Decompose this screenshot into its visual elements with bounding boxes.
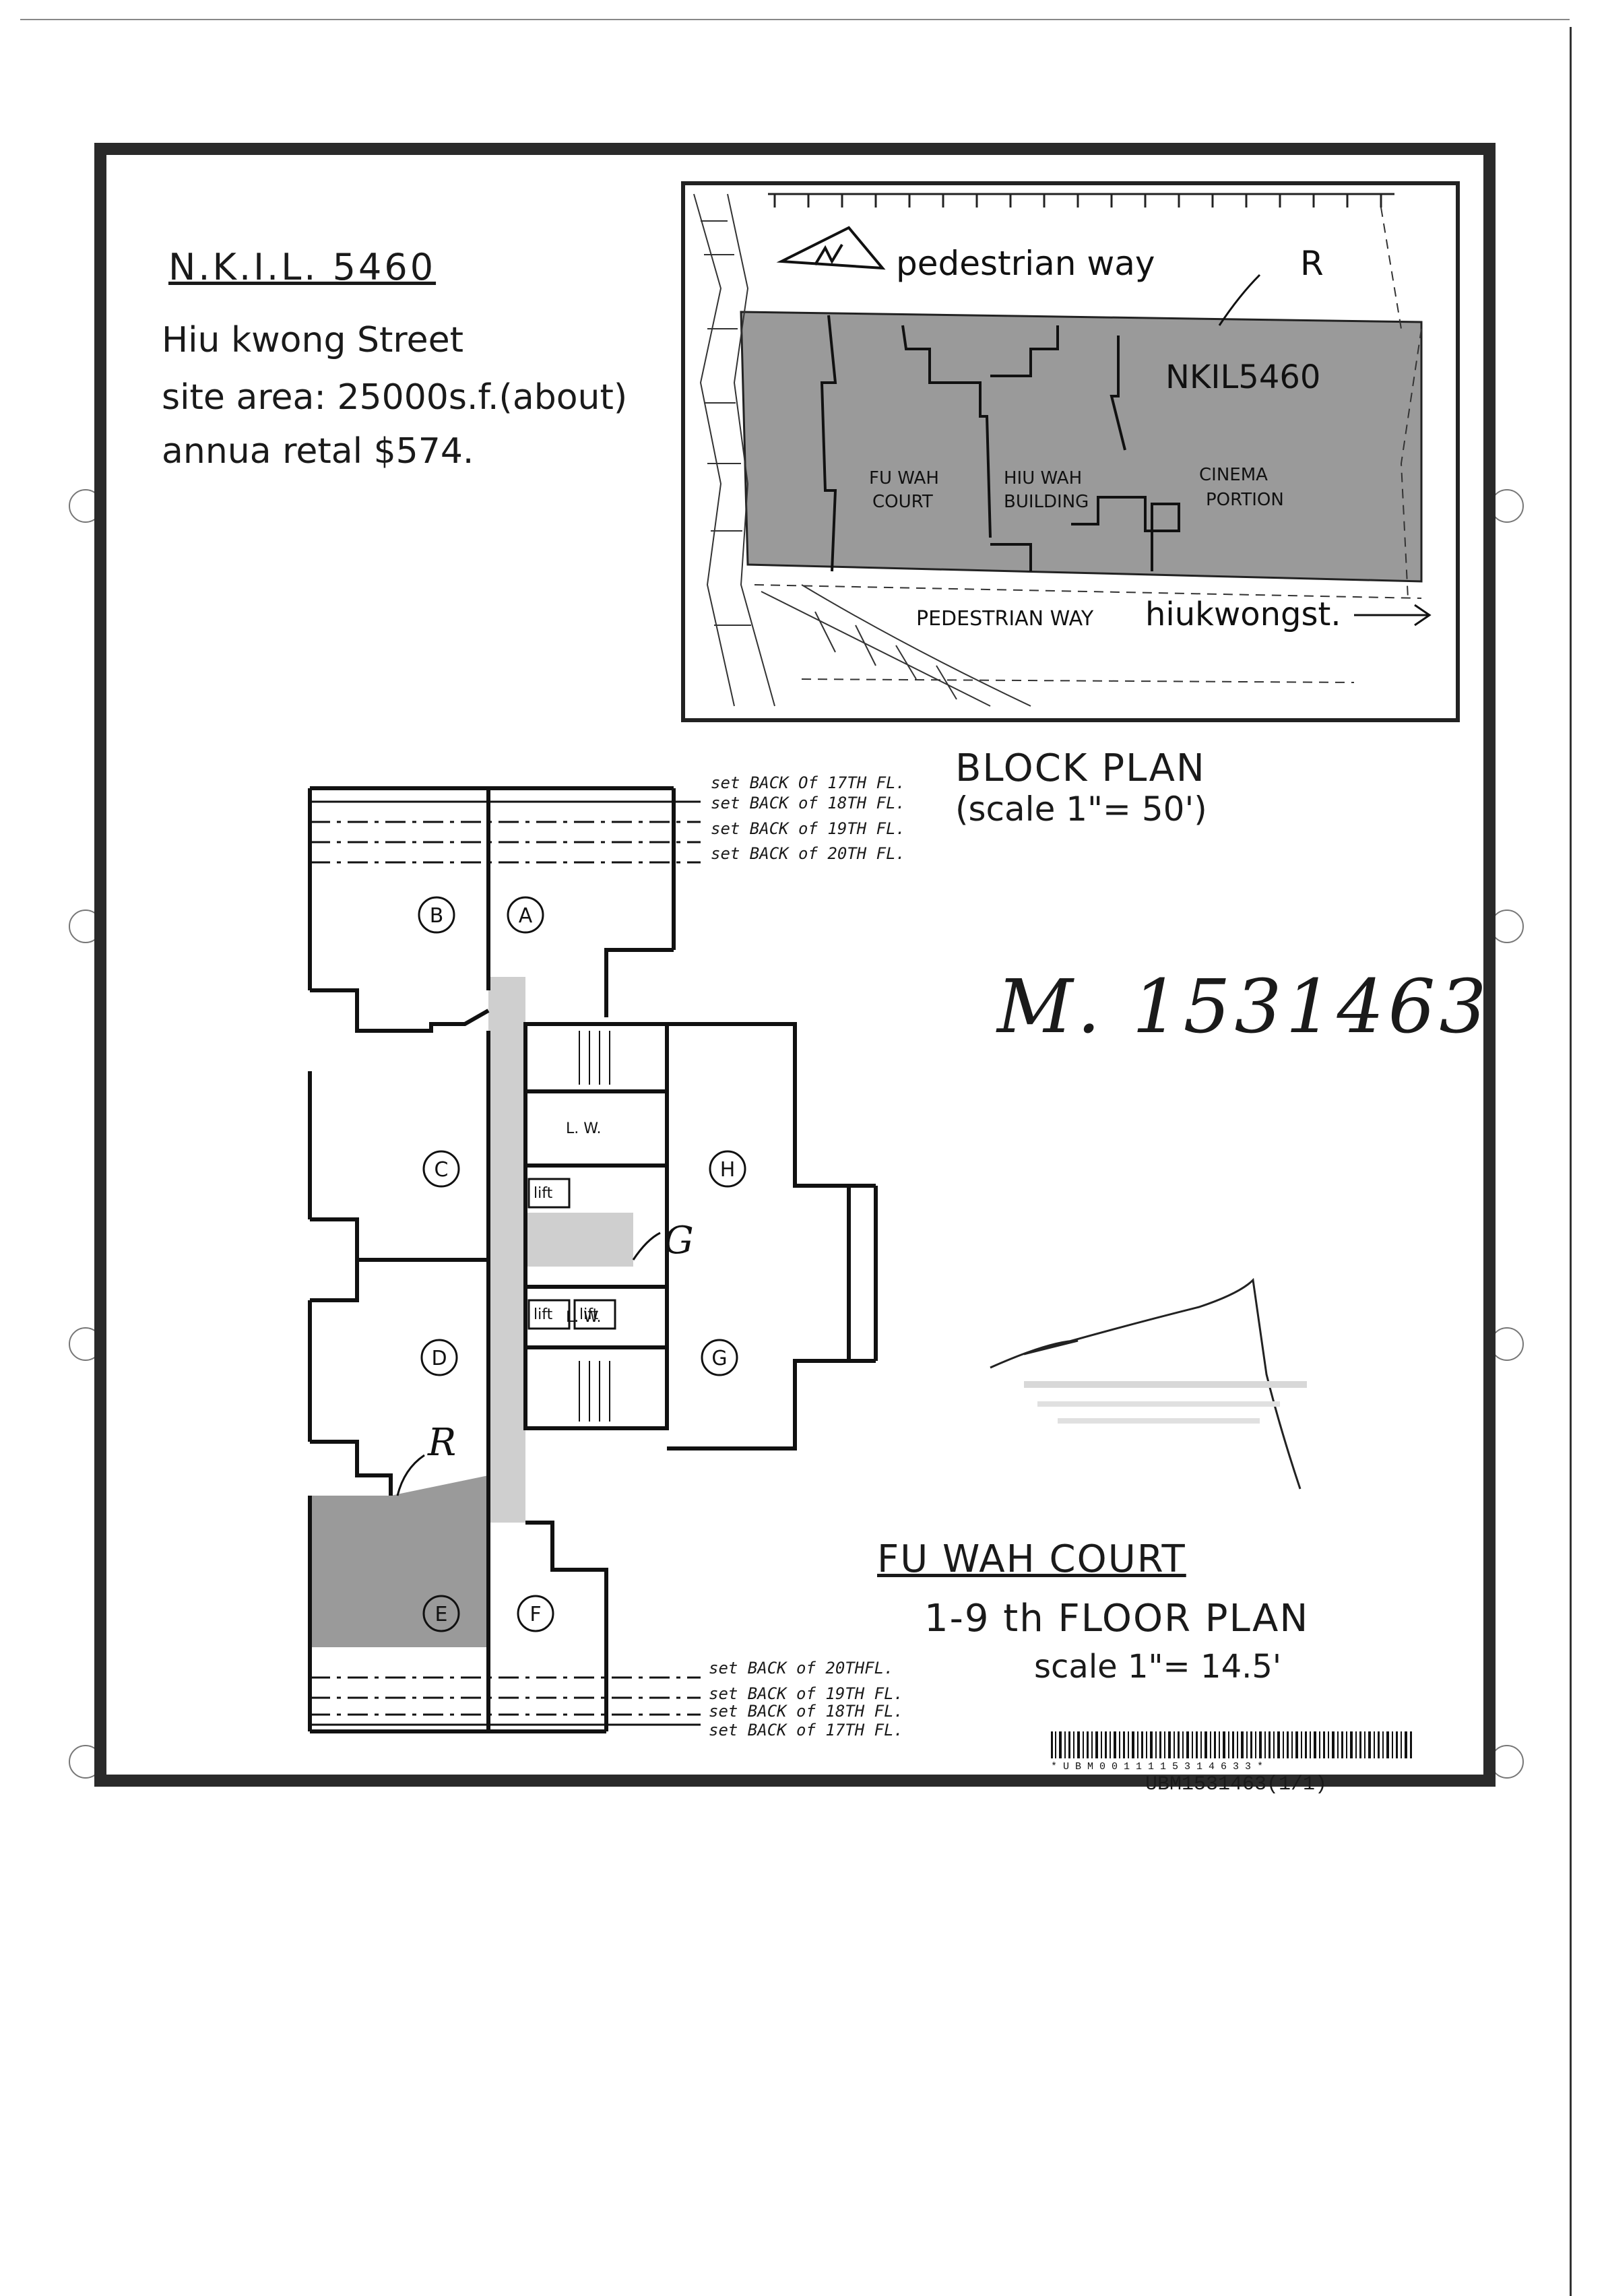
punch-hole [1490,910,1524,943]
barcode-id: UBM1531463(1/1) [1145,1773,1328,1796]
fu-wah-court-line1: FU WAH [869,468,939,488]
page-edge-top [20,19,1570,20]
setback-top-20: set BACK of 20TH FL. [711,844,905,863]
lw-label-lower: L. W. [566,1309,601,1326]
block-plan-scale: (scale 1"= 50') [955,790,1207,829]
handwritten-reference-number: M. 1531463 [997,963,1491,1050]
page-edge-right [1570,27,1572,2296]
unit-a-label: A [519,904,533,928]
floor-plan-g-mark: G [664,1219,694,1263]
block-plan-drawing: pedestrian way R NKIL5460 FU WAH COURT H… [681,181,1460,722]
unit-d-label: D [431,1347,447,1370]
floor-plan-title: 1-9 th FLOOR PLAN [924,1597,1310,1640]
hiu-wah-building-line2: BUILDING [1004,492,1089,512]
unit-b-label: B [430,904,444,928]
unit-c-label: C [435,1158,449,1182]
hiu-wah-building-line1: HIU WAH [1004,468,1082,488]
lot-label: NKIL5460 [1165,358,1320,396]
cinema-portion-line2: PORTION [1206,490,1284,510]
unit-e-label: E [435,1603,448,1626]
unit-g-label: G [711,1347,727,1370]
lot-title: N.K.I.L. 5460 [168,246,437,288]
pedestrian-way-top-label: pedestrian way [896,244,1155,283]
setback-bottom-17: set BACK of 17TH FL. [709,1721,903,1740]
barcode: * U B M 0 0 1 1 1 1 5 3 1 4 6 3 3 * [1051,1731,1412,1771]
site-area: site area: 25000s.f.(about) [162,377,628,418]
annual-rental: annua retal $574. [162,431,474,472]
lift-label-2: lift [534,1306,553,1323]
block-plan-r-mark: R [1300,244,1324,283]
block-plan-caption: BLOCK PLAN [955,746,1206,790]
setback-bottom-19: set BACK of 19TH FL. [709,1684,903,1703]
barcode-digits: * U B M 0 0 1 1 1 1 5 3 1 4 6 3 3 * [1051,1761,1263,1771]
floor-plan-scale: scale 1"= 14.5' [1034,1648,1282,1686]
punch-hole [1490,1745,1524,1779]
setback-top-18: set BACK of 18TH FL. [711,794,905,812]
floor-plan-r-mark: R [427,1421,456,1465]
signature-stamp [990,1277,1307,1490]
setback-top-19: set BACK of 19TH FL. [711,819,905,838]
lift-label-3: lift [579,1306,599,1323]
setback-bottom-18: set BACK of 18TH FL. [709,1702,903,1721]
fu-wah-court-line2: COURT [872,492,933,512]
street-label: hiukwongst. [1145,596,1341,633]
pedestrian-way-bottom-label: PEDESTRIAN WAY [916,607,1094,631]
floor-plan-drawing: A B C D E F G H L. W. L. W. lift lift li… [308,786,878,1733]
unit-h-label: H [720,1158,736,1182]
building-name: FU WAH COURT [877,1537,1186,1581]
setback-top-17: set BACK Of 17TH FL. [711,773,905,792]
street-name: Hiu kwong Street [162,320,463,360]
lw-label-upper: L. W. [566,1120,601,1137]
setback-bottom-20: set BACK of 20THFL. [709,1659,894,1678]
unit-f-label: F [529,1603,541,1626]
lift-label-1: lift [534,1185,553,1202]
cinema-portion-line1: CINEMA [1199,465,1268,485]
